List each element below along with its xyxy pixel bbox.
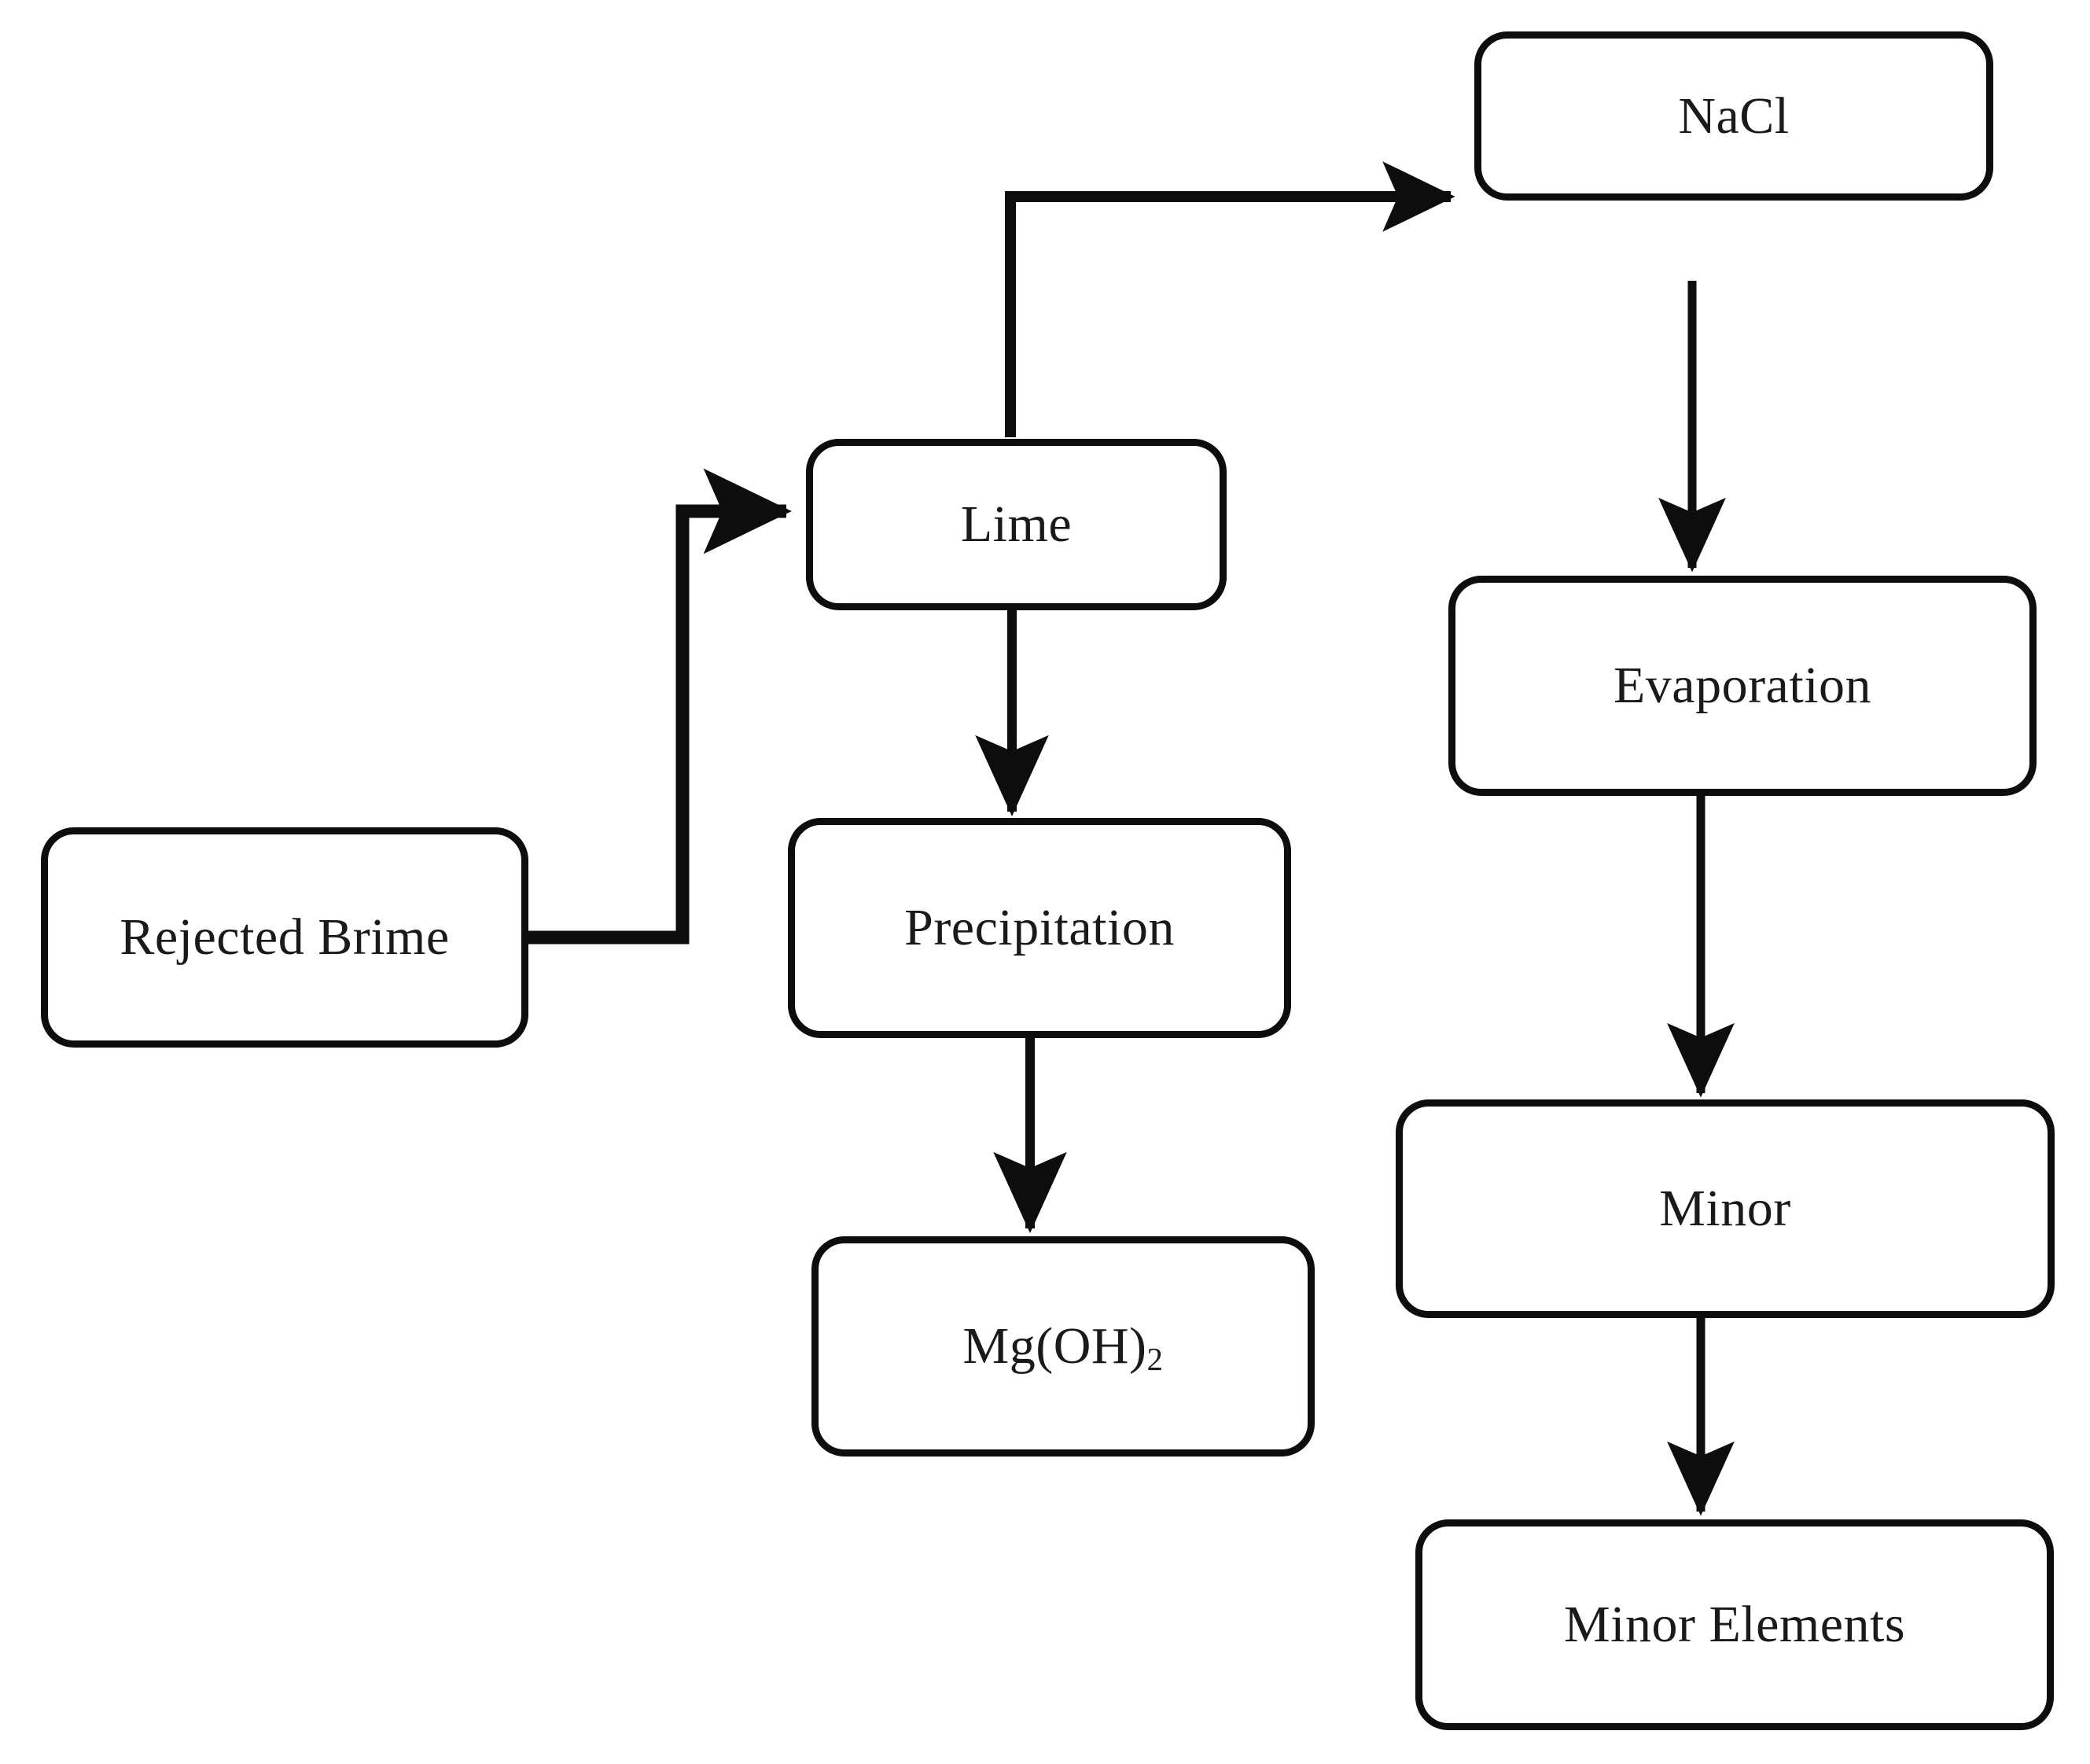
node-mg-oh-2-formula-base: Mg(OH) <box>962 1317 1147 1375</box>
node-precipitation-label: Precipitation <box>904 899 1175 956</box>
edge-brime-to-lime <box>528 468 792 945</box>
node-minor[interactable]: Minor <box>1396 1099 2055 1318</box>
node-rejected-brime[interactable]: Rejected Brime <box>41 827 528 1048</box>
node-nacl[interactable]: NaCl <box>1474 31 1993 201</box>
node-mg-oh-2-label: Mg(OH)2 <box>962 1317 1164 1375</box>
node-minor-label: Minor <box>1659 1180 1791 1237</box>
edge-lime-to-nacl <box>1005 161 1455 437</box>
node-mg-oh-2[interactable]: Mg(OH)2 <box>811 1236 1315 1456</box>
node-mg-oh-2-formula-subscript: 2 <box>1146 1342 1164 1377</box>
node-lime-label: Lime <box>960 495 1073 553</box>
node-nacl-label: NaCl <box>1678 87 1790 145</box>
node-rejected-brime-label: Rejected Brime <box>120 908 450 966</box>
node-minor-elements[interactable]: Minor Elements <box>1415 1519 2054 1730</box>
node-precipitation[interactable]: Precipitation <box>788 818 1291 1038</box>
node-evaporation-label: Evaporation <box>1613 657 1872 714</box>
node-lime[interactable]: Lime <box>806 439 1227 610</box>
node-minor-elements-label: Minor Elements <box>1563 1596 1906 1653</box>
node-evaporation[interactable]: Evaporation <box>1448 576 2037 796</box>
